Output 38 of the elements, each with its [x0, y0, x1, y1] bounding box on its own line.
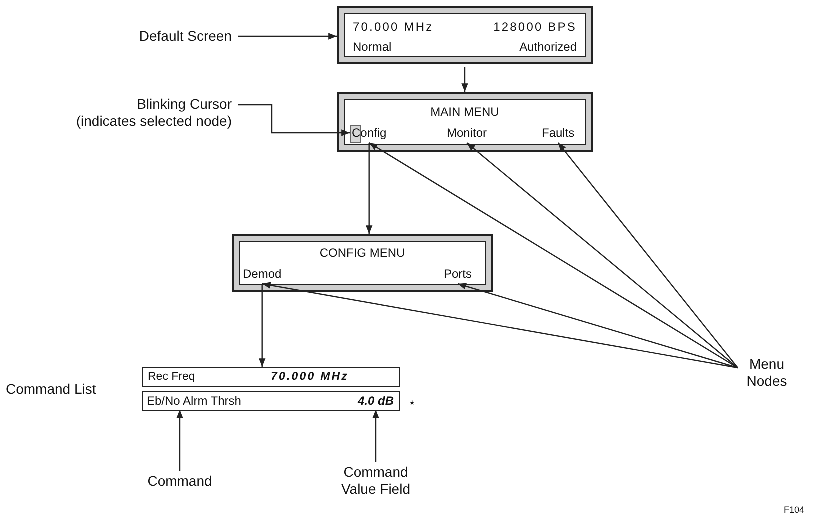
screen-text: CONFIG MENU — [318, 246, 406, 260]
callout-label: Command List — [6, 381, 126, 398]
arrow — [238, 104, 350, 136]
screen-text: Rec Freq — [148, 370, 196, 384]
menu-item: Monitor — [447, 126, 488, 140]
screen-text: 70.000 MHz — [271, 370, 350, 384]
command-row — [142, 367, 400, 387]
menu-item: Demod — [243, 267, 282, 281]
callout-label: Blinking Cursor (indicates selected node) — [30, 96, 232, 130]
callout-label: Default Screen — [40, 28, 232, 45]
arrow — [366, 143, 373, 234]
screen-text: 128000 BPS — [494, 20, 577, 34]
leader-line — [458, 283, 738, 369]
leader-line — [558, 142, 738, 368]
arrow — [238, 33, 337, 40]
arrow — [372, 410, 380, 462]
screen-text: Authorized — [520, 40, 577, 54]
menu-screen — [337, 92, 593, 152]
command-name: Eb/No Alrm Thrsh — [147, 394, 242, 408]
command-value: 4.0 dB — [358, 394, 394, 408]
leader-line — [262, 282, 738, 369]
screen-text: Normal — [353, 40, 392, 54]
lcd-screen — [337, 6, 593, 64]
leader-line — [466, 142, 738, 368]
arrow — [176, 410, 184, 471]
arrow — [258, 284, 266, 367]
figure-number: F104 — [784, 505, 805, 515]
screen-text: 70.000 MHz — [353, 20, 434, 34]
menu-screen — [232, 234, 493, 292]
callout-label: Menu Nodes — [741, 356, 793, 390]
callout-label: Command Value Field — [339, 464, 413, 498]
note-mark: * — [410, 398, 415, 412]
arrow — [462, 67, 468, 92]
command-row — [142, 391, 400, 411]
screen-text: MAIN MENU — [430, 105, 500, 119]
callout-label: Command — [137, 473, 223, 490]
menu-item: Faults — [542, 126, 575, 140]
menu-item: Ports — [444, 267, 472, 281]
